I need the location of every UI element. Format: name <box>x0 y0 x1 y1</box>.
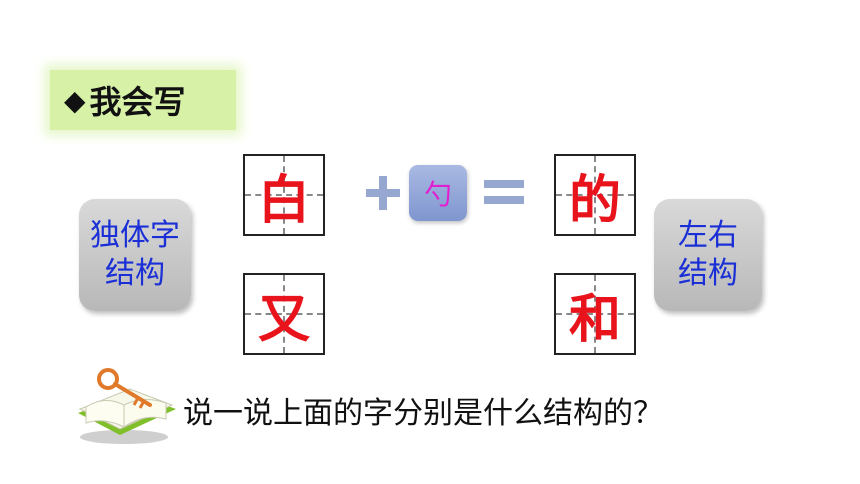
single-structure-line2: 结构 <box>105 256 165 291</box>
section-title: 我会写 <box>89 83 186 121</box>
radical-tile: 勺 <box>409 165 467 221</box>
grid-cell-top-right: 的 <box>554 154 636 236</box>
plus-icon <box>366 176 400 210</box>
grid-cell-bottom-left: 又 <box>243 273 325 355</box>
equals-icon <box>484 180 524 206</box>
discussion-question: 说一说上面的字分别是什么结构的？ <box>183 396 663 431</box>
single-structure-line1: 独体字 <box>90 218 180 253</box>
left-right-structure-label: 左右 结构 <box>654 199 762 311</box>
diamond-bullet-icon: ◆ <box>64 83 86 117</box>
left-right-structure-line2: 结构 <box>678 256 738 291</box>
grid-char-he: 和 <box>568 288 621 350</box>
section-header: ◆ 我会写 <box>50 70 236 130</box>
single-structure-label: 独体字 结构 <box>79 199 191 311</box>
grid-cell-top-left: 白 <box>243 154 325 236</box>
grid-cell-bottom-right: 和 <box>554 273 636 355</box>
radical-char: 勺 <box>423 178 452 211</box>
grid-char-bai: 白 <box>257 169 310 231</box>
grid-char-you: 又 <box>257 288 310 350</box>
left-right-structure-line1: 左右 <box>678 218 738 253</box>
grid-char-de: 的 <box>568 169 621 231</box>
book-key-icon <box>78 368 176 444</box>
